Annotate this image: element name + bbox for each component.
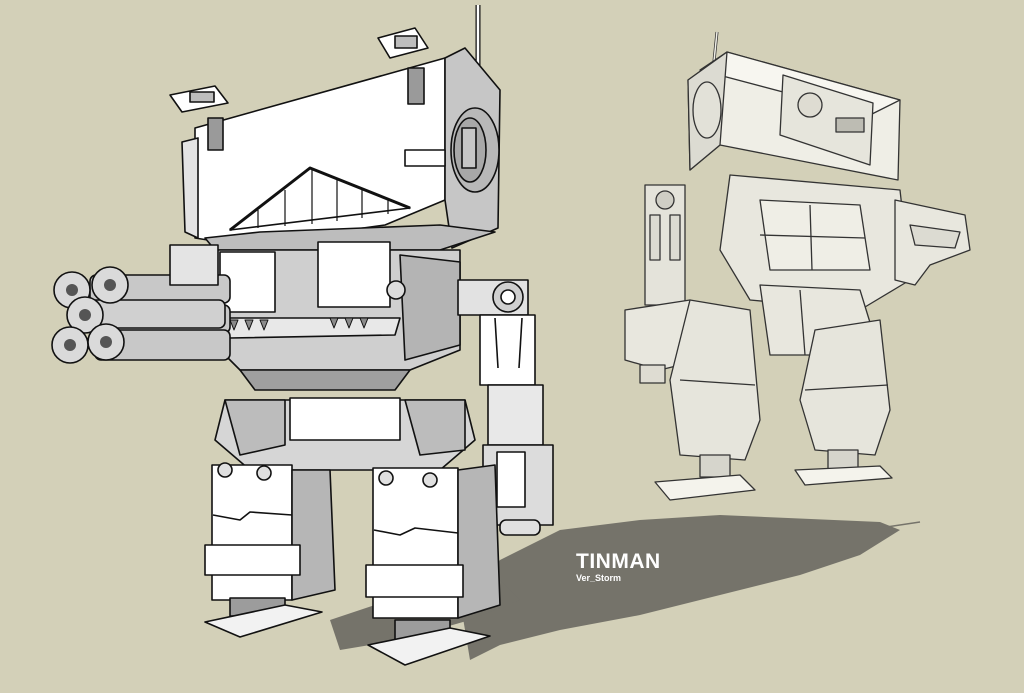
head-lamp-right	[377, 27, 429, 105]
front-robot	[51, 5, 554, 666]
right-leg	[365, 464, 501, 666]
artwork-subtitle: Ver_Storm	[576, 573, 622, 583]
head-lamp-left	[169, 85, 229, 151]
artwork-title: TINMAN	[576, 550, 661, 573]
rear-robot	[624, 31, 971, 501]
gatling-guns	[51, 266, 231, 364]
left-leg	[204, 462, 336, 638]
